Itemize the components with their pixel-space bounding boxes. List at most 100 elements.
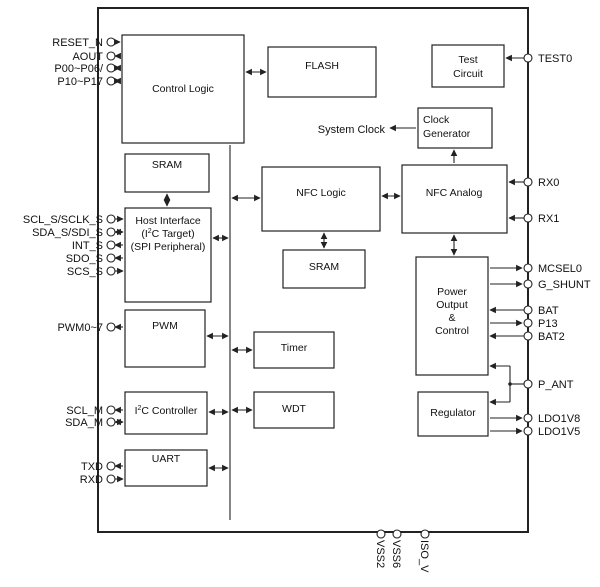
i2c-controller-label: I2C Controller <box>135 405 198 417</box>
pin-sda-m <box>106 417 116 427</box>
pin-pwm <box>106 322 116 332</box>
pin-label-vss2: VSS2 <box>374 540 386 568</box>
nfc-analog-block: NFC Analog <box>401 164 508 234</box>
pin-bat2 <box>523 331 533 341</box>
pin-p-ant <box>523 379 533 389</box>
uart-label: UART <box>152 453 181 465</box>
pin-test0 <box>523 53 533 63</box>
pin-label-ldo1v5: LDO1V5 <box>538 426 580 438</box>
power-output-label-2: Output <box>436 299 468 311</box>
pin-label-sda-m: SDA_M <box>65 417 103 429</box>
test-circuit-label-2: Circuit <box>453 68 483 80</box>
host-interface-block: Host Interface (I2C Target) (SPI Periphe… <box>124 207 212 303</box>
pin-p00 <box>106 63 116 73</box>
pin-label-p-ant: P_ANT <box>538 379 574 391</box>
wdt-label: WDT <box>282 403 306 415</box>
pin-label-scs-s: SCS_S <box>67 266 103 278</box>
test-circuit-label-1: Test <box>458 54 477 66</box>
control-logic-block: Control Logic <box>121 34 245 144</box>
pin-aout <box>106 51 116 61</box>
nfc-logic-label: NFC Logic <box>296 187 346 199</box>
left-pins: RESET_N AOUT P00~P06/ P10~P17 SCL_S/SCLK… <box>23 37 124 486</box>
power-output-label-1: Power <box>437 286 467 298</box>
pin-ldo1v5 <box>523 426 533 436</box>
pin-iso-v <box>420 529 430 539</box>
pin-label-aout: AOUT <box>72 51 103 63</box>
pin-label-p10: P10~P17 <box>57 76 103 88</box>
pin-rxd <box>106 474 116 484</box>
host-interface-label-3: (SPI Peripheral) <box>131 241 206 253</box>
pin-scl-m <box>106 405 116 415</box>
pin-scl-s <box>106 214 116 224</box>
regulator-label: Regulator <box>430 407 476 419</box>
pin-p10 <box>106 76 116 86</box>
pin-bat <box>523 305 533 315</box>
pin-label-scl-s: SCL_S/SCLK_S <box>23 214 103 226</box>
pin-txd <box>106 461 116 471</box>
pin-label-sda-s: SDA_S/SDI_S <box>32 227 103 239</box>
sram-nfc-block: SRAM <box>282 249 366 289</box>
pin-scs-s <box>106 266 116 276</box>
clock-generator-label-1: Clock <box>423 114 450 126</box>
pin-vss2 <box>376 529 386 539</box>
clock-generator-block: Clock Generator <box>417 107 493 149</box>
pin-label-rx1: RX1 <box>538 213 559 225</box>
pin-label-g-shunt: G_SHUNT <box>538 279 591 291</box>
pin-label-reset-n: RESET_N <box>52 37 103 49</box>
flash-block: FLASH <box>267 46 377 98</box>
uart-block: UART <box>124 449 208 487</box>
pin-label-pwm: PWM0~7 <box>57 322 103 334</box>
pin-label-bat: BAT <box>538 305 559 317</box>
nfc-logic-block: NFC Logic <box>261 166 381 232</box>
pin-label-ldo1v8: LDO1V8 <box>538 413 580 425</box>
pin-label-scl-m: SCL_M <box>66 405 103 417</box>
power-output-block: Power Output & Control <box>415 256 489 376</box>
pin-ldo1v8 <box>523 413 533 423</box>
pin-sdo-s <box>106 253 116 263</box>
pin-label-p13: P13 <box>538 318 558 330</box>
sram-top-label: SRAM <box>152 159 182 171</box>
host-interface-label-2: (I2C Target) <box>141 228 194 240</box>
sram-top-block: SRAM <box>124 153 210 193</box>
pin-int-s <box>106 240 116 250</box>
host-interface-label-1: Host Interface <box>135 215 201 227</box>
sram-nfc-label: SRAM <box>309 261 339 273</box>
pin-label-int-s: INT_S <box>72 240 103 252</box>
nfc-analog-label: NFC Analog <box>426 187 483 199</box>
bottom-pins: VSS2 VSS6 ISO_V <box>374 529 430 573</box>
wdt-block: WDT <box>253 391 335 429</box>
pin-label-mcsel0: MCSEL0 <box>538 263 582 275</box>
power-output-label-4: Control <box>435 325 469 337</box>
system-clock-label: System Clock <box>318 124 386 136</box>
pin-label-sdo-s: SDO_S <box>66 253 103 265</box>
timer-label: Timer <box>281 342 308 354</box>
pwm-label: PWM <box>152 320 178 332</box>
timer-block: Timer <box>253 331 335 369</box>
pin-label-rx0: RX0 <box>538 177 559 189</box>
pin-label-iso-v: ISO_V <box>418 540 430 573</box>
pin-rx0 <box>523 177 533 187</box>
pin-vss6 <box>392 529 402 539</box>
regulator-block: Regulator <box>417 391 489 437</box>
pin-label-vss6: VSS6 <box>390 540 402 568</box>
pin-label-p00: P00~P06/ <box>54 63 104 75</box>
pin-reset-n <box>106 37 116 47</box>
right-pins: TEST0 RX0 RX1 MCSEL0 G_SHUNT BAT P13 BAT… <box>489 53 591 438</box>
pin-label-test0: TEST0 <box>538 53 572 65</box>
power-output-label-3: & <box>448 312 455 324</box>
pin-label-txd: TXD <box>81 461 103 473</box>
control-logic-label: Control Logic <box>152 83 214 95</box>
pin-label-bat2: BAT2 <box>538 331 565 343</box>
pin-sda-s <box>106 227 116 237</box>
pin-rx1 <box>523 213 533 223</box>
pin-label-rxd: RXD <box>80 474 103 486</box>
clock-generator-label-2: Generator <box>423 128 471 140</box>
pin-g-shunt <box>523 279 533 289</box>
test-circuit-block: Test Circuit <box>431 44 505 88</box>
i2c-controller-block: I2C Controller <box>124 391 208 435</box>
pin-p13 <box>523 318 533 328</box>
flash-label: FLASH <box>305 60 339 72</box>
pin-mcsel0 <box>523 263 533 273</box>
pwm-block: PWM <box>124 309 206 368</box>
